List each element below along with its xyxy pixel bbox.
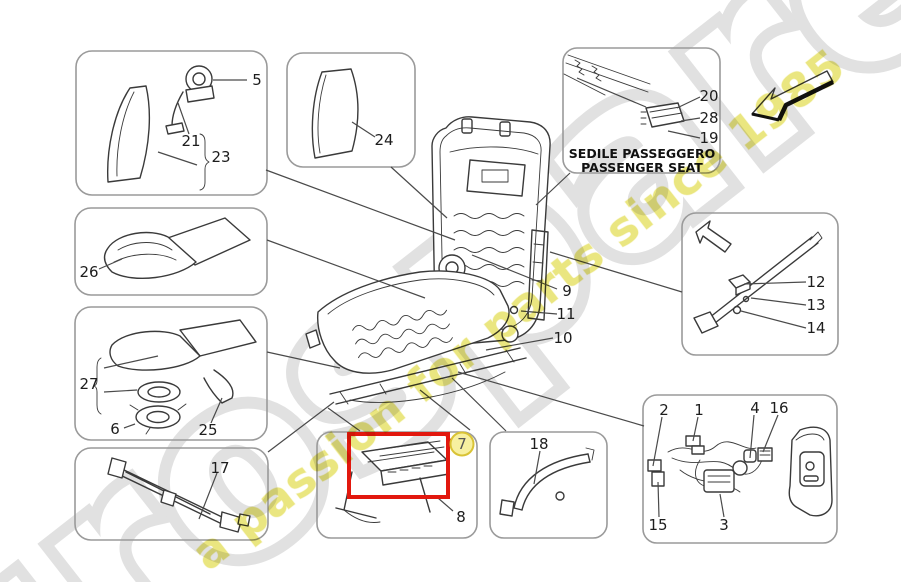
note-line2: PASSENGER SEAT [581,160,703,175]
leader-line [750,297,807,306]
cushion-sensors-drawing [93,319,257,435]
leader-line [437,497,454,512]
callout-13: 13 [806,296,825,314]
leader-line [103,355,159,369]
box-passenger-seat-note [562,47,721,174]
box-cushion-sensors [74,306,268,441]
leader-lines [98,77,807,520]
leader-line [749,414,755,459]
leader-line [743,281,807,285]
leader-line [680,117,701,122]
callout-4: 4 [750,399,760,417]
callout-16: 16 [769,399,788,417]
callout-27: 27 [79,375,98,393]
box-wire-frame [489,431,608,539]
leader-line [123,423,136,429]
callout-25: 25 [198,421,217,439]
callout-10: 10 [553,329,572,347]
leader-line [177,102,190,135]
callout-11: 11 [556,305,575,323]
leader-line [103,389,138,393]
callout-1: 1 [694,401,704,419]
leader-line [485,337,554,351]
callout-20: 20 [699,87,718,105]
callout-5: 5 [252,71,262,89]
box-back-panel [286,52,416,168]
side-rail-drawing [693,220,823,334]
leader-line [667,130,701,139]
leader-line [652,416,663,467]
box-crossmember [74,447,269,541]
leader-line [419,389,471,431]
leader-line [198,472,218,520]
leader-line [265,169,456,241]
leader-line [692,416,699,442]
leader-line [762,414,779,453]
headrest-belt-drawing [106,65,215,191]
box-side-rail [681,212,839,356]
leader-line [535,172,571,206]
callout-24: 24 [374,131,393,149]
box-headrest-belt [75,50,268,196]
leader-line [533,450,541,485]
harness-trim-drawing [647,426,833,517]
leader-line [657,481,660,518]
leader-line [327,407,361,432]
leader-line [390,166,448,219]
cushion-drawing [103,217,251,279]
callout-28: 28 [699,109,718,127]
highlight-rectangle [347,432,450,499]
leader-line [267,401,335,453]
callout-6: 6 [110,420,120,438]
callout-21: 21 [181,132,200,150]
leader-line [719,493,725,518]
callout-12: 12 [806,273,825,291]
leader-line [457,371,645,427]
leader-line [740,310,807,329]
callout-17: 17 [210,459,229,477]
leader-line [451,377,507,432]
cushion-frame-drawing [305,270,527,405]
callout-23: 23 [211,148,230,166]
leader-line [98,258,123,270]
callout-26: 26 [79,263,98,281]
back-panel-drawing [311,68,359,159]
callout-2: 2 [659,401,669,419]
leader-line [351,121,376,138]
leader-line [676,96,701,109]
callout-3: 3 [719,516,729,534]
note-line1: SEDILE PASSEGGERO [569,146,715,161]
callout-7: 7 [457,435,467,453]
passenger-seat-note-drawing [563,54,685,128]
section-boxes [74,47,839,544]
leader-line [266,239,426,299]
callout-15: 15 [648,516,667,534]
callout-8: 8 [456,508,466,526]
leader-line [520,310,558,315]
callout-14: 14 [806,319,825,337]
box-cushion [74,207,268,296]
callout-19: 19 [699,129,718,147]
callout-9: 9 [562,282,572,300]
callout-18: 18 [529,435,548,453]
box-harness-trim [642,394,838,544]
leader-line [157,151,198,166]
highlight-badge [449,431,475,457]
direction-arrow [751,70,834,122]
leader-line [576,77,647,108]
wire-frame-drawing [499,447,595,517]
leader-line [471,254,558,290]
leader-line [266,351,341,369]
leader-line [210,397,223,424]
leader-line [549,251,683,293]
crossmember-drawing [107,457,251,533]
